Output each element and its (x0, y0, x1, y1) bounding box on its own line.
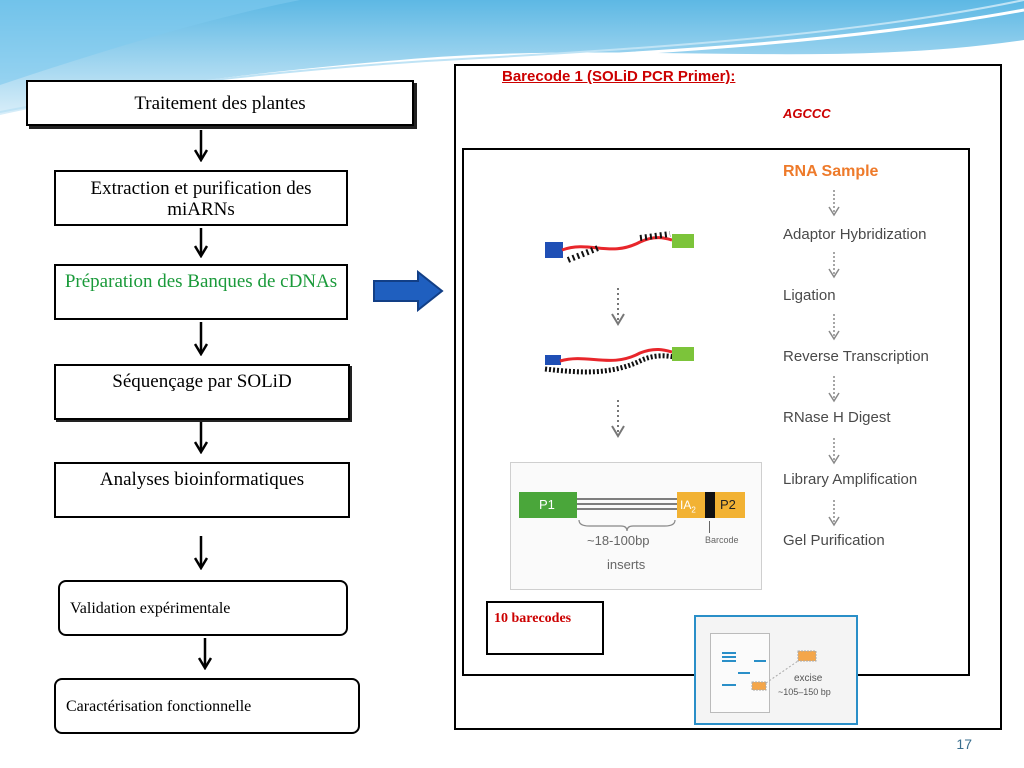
dotted-arrow-icon (828, 252, 840, 279)
ia-subscript: 2 (691, 505, 696, 515)
flow-step-extraction: Extraction et purification des miARNs (54, 170, 348, 226)
flow-step-label: Analyses bioinformatiques (99, 469, 305, 490)
dotted-arrow-icon (828, 438, 840, 465)
gel-size-label: ~105–150 bp (778, 687, 831, 697)
workflow-step: Library Amplification (783, 471, 918, 488)
arrow-down-icon (194, 130, 208, 162)
p1-block: P1 (519, 492, 577, 518)
flow-step-label: Préparation des Banques de cDNAs (64, 271, 338, 292)
adaptor-hybridization-illustration (545, 231, 694, 263)
dotted-arrow-icon (611, 400, 625, 438)
barcodes-count-box: 10 barecodes (486, 601, 604, 655)
ia-block: IA2 (677, 492, 705, 518)
flow-step-plants: Traitement des plantes (26, 80, 414, 126)
insert-bracket (578, 519, 676, 532)
workflow-step: RNase H Digest (783, 409, 891, 426)
arrow-down-icon (194, 322, 208, 356)
barcode-block (705, 492, 715, 518)
workflow-title: RNA Sample (783, 163, 879, 180)
flow-step-characterization: Caractérisation fonctionnelle (54, 678, 360, 734)
arrow-down-icon (198, 638, 212, 670)
gel-bands (722, 650, 817, 691)
dotted-arrow-icon (611, 288, 625, 326)
flow-step-label: Extraction et purification des miARNs (90, 178, 312, 220)
arrow-down-icon (194, 228, 208, 258)
flow-step-label: Séquençage par SOLiD (112, 371, 292, 392)
workflow-step: Adaptor Hybridization (783, 226, 927, 243)
flow-step-library-prep: Préparation des Banques de cDNAs (54, 264, 348, 320)
arrow-right-icon (373, 270, 444, 312)
flow-step-label: Validation expérimentale (70, 599, 231, 617)
flow-step-bioinformatics: Analyses bioinformatiques (54, 462, 350, 518)
gel-excise-label: excise (794, 673, 823, 684)
insert-label: inserts (607, 557, 646, 572)
dotted-arrow-icon (828, 500, 840, 527)
p2-block: P2 (715, 492, 745, 518)
library-construct: P1 IA2 P2 ~18-100bp inserts Barcode (510, 462, 762, 590)
workflow-step: Reverse Transcription (783, 348, 929, 365)
gel-excision-figure: excise ~105–150 bp (694, 615, 858, 725)
insert-lines (577, 498, 677, 510)
arrow-down-icon (194, 422, 208, 454)
workflow-step: Gel Purification (783, 532, 885, 549)
flow-step-validation: Validation expérimentale (58, 580, 348, 636)
barcode-label: Barcode (705, 535, 739, 545)
page-number: 17 (956, 736, 972, 752)
barcode-sequence: AGCCC (783, 106, 831, 121)
barcode-tick (709, 521, 710, 533)
flow-step-label: Caractérisation fonctionnelle (66, 697, 252, 715)
flow-step-sequencing: Séquençage par SOLiD (54, 364, 350, 420)
barcode-title: Barecode 1 (SOLiD PCR Primer): (502, 68, 736, 85)
arrow-down-icon (194, 536, 208, 570)
barcodes-count: 10 barecodes (494, 611, 572, 626)
dotted-arrow-icon (828, 376, 840, 403)
reverse-transcription-illustration (544, 347, 694, 375)
flow-step-label: Traitement des plantes (134, 92, 306, 114)
ia-label: IA (680, 498, 692, 512)
dotted-arrow-icon (828, 314, 840, 341)
dotted-arrow-icon (828, 190, 840, 217)
insert-size: ~18-100bp (587, 533, 650, 548)
workflow-step: Ligation (783, 287, 836, 304)
